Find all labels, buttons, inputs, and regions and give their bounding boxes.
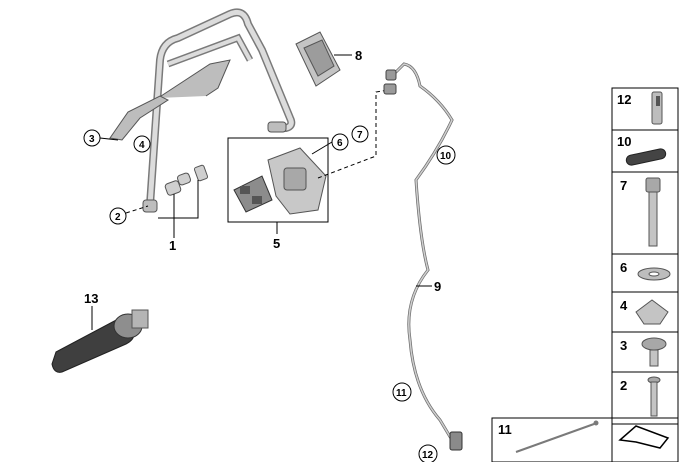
screw-icon [647, 376, 661, 417]
callout-12: 12 [422, 450, 434, 461]
svg-text:10: 10 [617, 134, 631, 149]
callout-5: 5 [273, 236, 280, 251]
collar-screw-icon [641, 337, 667, 367]
legend-row-12: 12 [617, 91, 663, 125]
leader-1 [158, 180, 199, 219]
cover-part [295, 31, 341, 87]
leader-6 [311, 141, 333, 155]
heated-grip [51, 309, 149, 373]
leader-2 [125, 205, 149, 214]
svg-text:7: 7 [620, 178, 627, 193]
spacer-parts [164, 164, 209, 196]
assembly-box [227, 137, 329, 223]
legend-row-6: 6 [620, 260, 671, 281]
legend-row-7: 7 [620, 177, 661, 247]
callout-13: 13 [84, 291, 98, 306]
legend-row-4: 4 [620, 298, 669, 325]
cable-clip-icon [651, 91, 663, 125]
callout-4: 4 [139, 140, 145, 151]
legend-11-label: 11 [498, 422, 512, 437]
washer-icon [637, 267, 671, 281]
clip-nut-icon [635, 299, 669, 325]
callout-9: 9 [434, 279, 441, 294]
mount-assembly [233, 147, 327, 215]
leader-3 [99, 137, 119, 141]
svg-text:4: 4 [620, 298, 628, 313]
svg-text:2: 2 [620, 378, 627, 393]
dash-link [317, 89, 389, 179]
callout-10: 10 [440, 151, 452, 162]
bracket-frame [109, 8, 296, 213]
callout-2: 2 [115, 212, 121, 223]
callout-1: 1 [169, 238, 176, 253]
callout-6: 6 [337, 138, 343, 149]
callout-8: 8 [355, 48, 362, 63]
cable-harness [383, 62, 463, 451]
callout-11: 11 [396, 388, 407, 399]
callout-7: 7 [357, 130, 363, 141]
svg-text:3: 3 [620, 338, 627, 353]
svg-text:6: 6 [620, 260, 627, 275]
socket-bolt-icon [645, 177, 661, 247]
legend-column [611, 87, 679, 425]
legend-row-10: 10 [617, 134, 667, 166]
fold-arrow-icon [618, 425, 670, 449]
legend-row-2: 2 [620, 376, 661, 417]
bottom-box: 11 [491, 417, 679, 462]
legend-row-3: 3 [620, 337, 667, 367]
cable-strap-icon [625, 148, 667, 166]
cable-tie-icon [515, 420, 599, 453]
svg-text:12: 12 [617, 92, 631, 107]
callout-3: 3 [89, 134, 95, 145]
